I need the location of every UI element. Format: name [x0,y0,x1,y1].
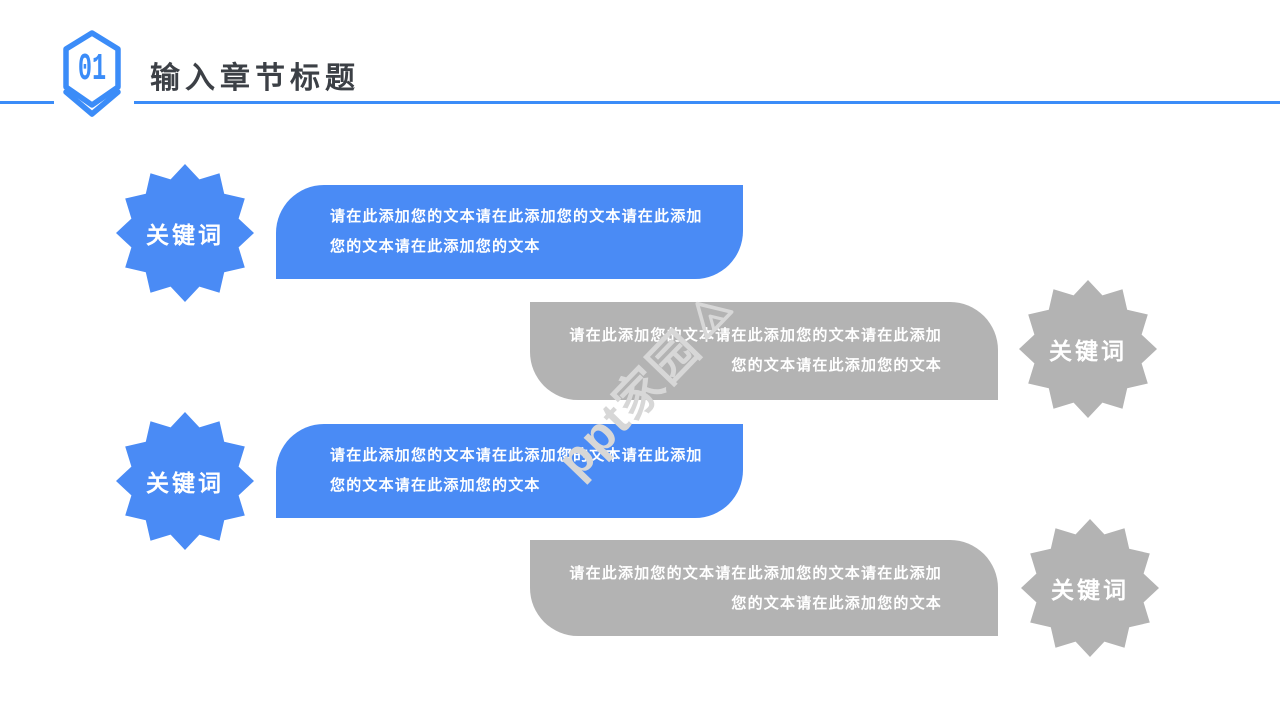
star-seal-icon [116,164,254,302]
star-seal-icon [1019,280,1157,418]
chapter-badge [54,30,134,117]
placeholder-line: 您的文本请在此添加您的文本 [330,238,541,255]
keyword-label: 关键词 [1051,577,1129,603]
placeholder-text-box: 请在此添加您的文本请在此添加您的文本请在此添加 您的文本请在此添加您的文本 [276,424,743,518]
placeholder-text-box: 请在此添加您的文本请在此添加您的文本请在此添加 您的文本请在此添加您的文本 [530,540,998,636]
placeholder-text-box: 请在此添加您的文本请在此添加您的文本请在此添加 您的文本请在此添加您的文本 [276,185,743,279]
keyword-label: 关键词 [1049,338,1127,364]
keyword-badge: 关键词 [1020,518,1160,658]
watermark: ppt家园 [540,242,781,488]
header-divider-line [0,101,1280,104]
keyword-badge: 关键词 [1018,279,1158,419]
star-seal-icon [1021,519,1159,657]
watermark-logo-icon [695,302,734,340]
placeholder-text-box: 请在此添加您的文本请在此添加您的文本请在此添加 您的文本请在此添加您的文本 [530,302,998,400]
placeholder-line: 您的文本请在此添加您的文本 [330,477,541,494]
chevron-down-icon [63,89,121,117]
placeholder-line: 请在此添加您的文本请在此添加您的文本请在此添加 [330,447,703,464]
star-seal-icon [116,412,254,550]
placeholder-line: 请在此添加您的文本请在此添加您的文本请在此添加 [330,208,703,225]
keyword-label: 关键词 [146,470,224,496]
hexagon-icon [63,30,121,108]
keyword-label: 关键词 [146,222,224,248]
placeholder-line: 您的文本请在此添加您的文本 [731,595,942,612]
keyword-badge: 关键词 [115,163,255,303]
placeholder-line: 请在此添加您的文本请在此添加您的文本请在此添加 [569,327,942,344]
page-title: 输入章节标题 [150,62,360,95]
chapter-number: 01 [77,48,107,91]
keyword-badge: 关键词 [115,411,255,551]
placeholder-line: 请在此添加您的文本请在此添加您的文本请在此添加 [569,565,942,582]
placeholder-line: 您的文本请在此添加您的文本 [731,357,942,374]
